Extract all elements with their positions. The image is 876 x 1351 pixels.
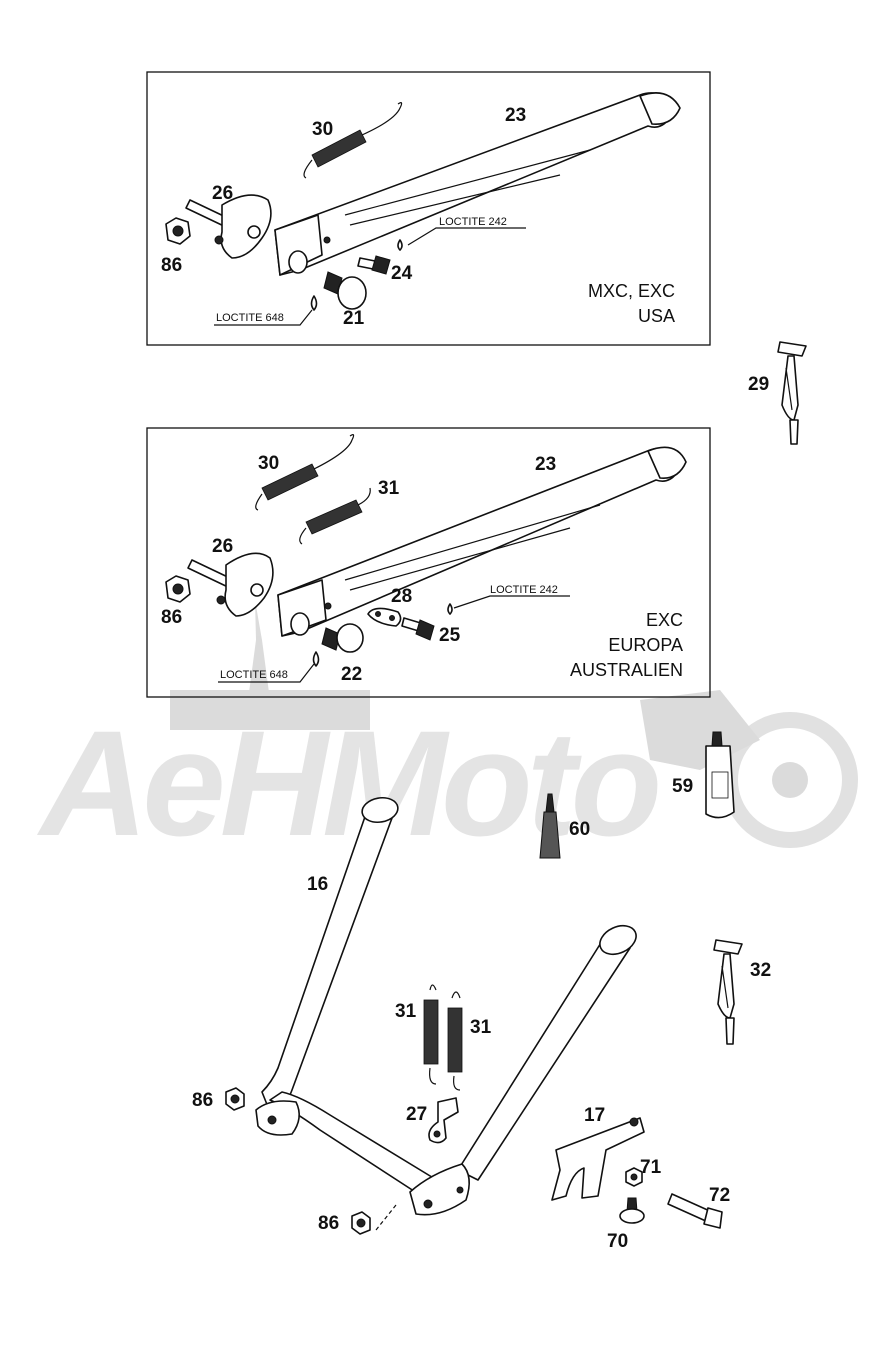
loctite-648-leader: [214, 309, 313, 326]
callout-86-bottom: 86: [318, 1213, 339, 1234]
spring-31: [299, 487, 371, 545]
side-stand-23: [274, 92, 681, 276]
callout-29: 29: [748, 374, 769, 395]
plate-28: [367, 607, 402, 627]
callout-26: 26: [212, 183, 233, 204]
callout-31b: 31: [470, 1017, 492, 1038]
bolt-24: [357, 239, 403, 275]
nut-86: [165, 217, 191, 245]
watermark-motorcycle-icon: [640, 690, 858, 848]
bracket-27: 27: [406, 1097, 459, 1144]
variant-line-1: MXC, EXC: [588, 281, 675, 301]
loctite-242-label: LOCTITE 242: [490, 584, 558, 596]
center-stand-16: 16: [255, 796, 637, 1231]
callout-31a: 31: [395, 1001, 417, 1022]
callout-26: 26: [212, 536, 233, 557]
loctite-648-label: LOCTITE 648: [216, 312, 284, 324]
stopper-21: [310, 271, 367, 311]
callout-30: 30: [258, 453, 279, 474]
spring-hook-tool-29: 29: [748, 341, 807, 445]
loctite-242-leader: [453, 595, 570, 609]
panel-mxc-exc-usa: LOCTITE 242 LOCTITE 648 30 23 26 86 24 2…: [146, 71, 711, 346]
spring-30: [303, 102, 403, 179]
watermark: AeHMoto: [36, 600, 858, 867]
loctite-648-leader: [218, 663, 315, 683]
callout-17: 17: [584, 1105, 605, 1126]
callout-86: 86: [161, 607, 182, 628]
side-stand-23: [277, 446, 687, 637]
callout-70: 70: [607, 1231, 628, 1252]
stopper-70: 70: [607, 1197, 645, 1252]
spring-hook-tool-32: 32: [713, 939, 771, 1045]
callout-30: 30: [312, 119, 333, 140]
callout-60: 60: [569, 819, 590, 840]
callout-71: 71: [640, 1157, 662, 1178]
callout-28: 28: [391, 586, 412, 607]
callout-59: 59: [672, 776, 693, 797]
spring-31-pair: 31 31: [395, 984, 492, 1091]
panel-frame: [146, 427, 711, 698]
bolt-25: [401, 603, 453, 641]
watermark-kremlin-icon: [170, 600, 370, 730]
bolt-72: 72: [667, 1185, 730, 1229]
pivot-bolt-26: [185, 194, 272, 259]
loctite-242-leader: [407, 227, 526, 246]
nut-71: 71: [625, 1157, 662, 1187]
variant-line-3: AUSTRALIEN: [570, 660, 683, 680]
callout-31: 31: [378, 478, 400, 499]
nut-86-bottom: 86: [318, 1211, 371, 1235]
variant-line-2: USA: [638, 306, 675, 326]
loctite-648-label: LOCTITE 648: [220, 669, 288, 681]
callout-86-left: 86: [192, 1090, 213, 1111]
callout-72: 72: [709, 1185, 730, 1206]
callout-32: 32: [750, 960, 771, 981]
stopper-22: [312, 623, 364, 667]
callout-25: 25: [439, 625, 461, 646]
loctite-242-label: LOCTITE 242: [439, 216, 507, 228]
callout-16: 16: [307, 874, 328, 895]
variant-line-2: EUROPA: [608, 635, 683, 655]
callout-22: 22: [341, 664, 362, 685]
variant-line-1: EXC: [646, 610, 683, 630]
pivot-bolt-26: [187, 552, 274, 617]
panel-exc-europa-australien: LOCTITE 242 LOCTITE 648 30 31 23 26 86 2…: [146, 427, 711, 698]
callout-23: 23: [505, 105, 526, 126]
panel-frame: [146, 71, 711, 346]
callout-24: 24: [391, 263, 413, 284]
spring-30: [255, 434, 355, 511]
loctite-tube-60: 60: [539, 793, 590, 859]
loctite-bottle-59: 59: [672, 731, 735, 819]
callout-27: 27: [406, 1104, 427, 1125]
callout-23: 23: [535, 454, 556, 475]
fork-bracket-17: 17: [551, 1105, 645, 1201]
nut-86-left: 86: [192, 1087, 245, 1111]
callout-21: 21: [343, 308, 365, 329]
callout-86: 86: [161, 255, 182, 276]
nut-86: [165, 575, 191, 603]
